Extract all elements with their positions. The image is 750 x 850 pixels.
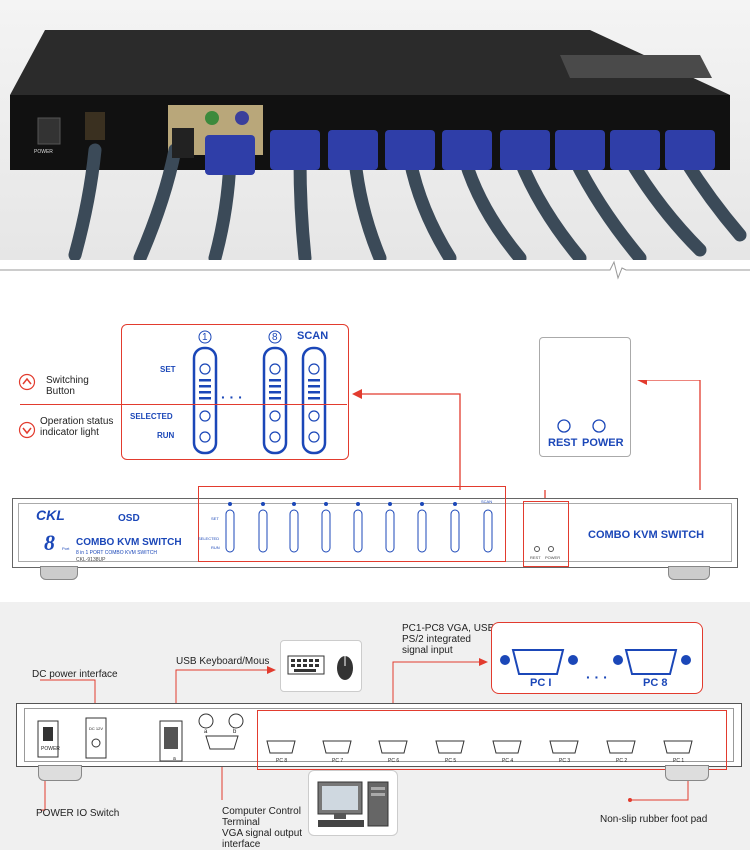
label-foot-pad: Non-slip rubber foot pad xyxy=(600,814,708,825)
rear-port-pc4: PC 4 xyxy=(502,758,514,764)
zoom-scan-label: SCAN xyxy=(297,330,329,342)
front-buttons-box xyxy=(198,486,506,562)
front-power-leds xyxy=(534,546,554,552)
front-rest-small: REST xyxy=(530,555,541,560)
chevron-up-icon xyxy=(22,377,32,385)
model-number-big: 8 xyxy=(44,530,55,555)
zoom-connector-arrows xyxy=(352,380,701,500)
zoom-run-label: RUN xyxy=(157,431,175,440)
zoom-selected-label: SELECTED xyxy=(130,412,173,421)
label-pc-input: PC1-PC8 VGA, USB, PS/2 integrated signal… xyxy=(402,623,498,656)
power-zoom-box xyxy=(539,337,631,457)
model-number-suffix: Port xyxy=(62,546,70,551)
front-subtitle: 8 in 1 PORT COMBO KVM SWITCH xyxy=(76,550,157,556)
photo-power-label: POWER xyxy=(34,149,53,155)
label-power-switch: POWER IO Switch xyxy=(36,808,120,819)
rear-port-pc7: PC 7 xyxy=(332,758,344,764)
pc-vga-connectors xyxy=(500,649,691,675)
rear-ports-box xyxy=(257,710,727,770)
legend-status-light: Operation status indicator light xyxy=(40,416,114,438)
pc-ellipsis: · · · xyxy=(586,669,608,685)
rear-port-pc2: PC 2 xyxy=(616,758,628,764)
front-right-title: COMBO KVM SWITCH xyxy=(588,529,705,541)
front-button-columns xyxy=(225,502,493,553)
rear-foot-right xyxy=(665,765,709,781)
rear-usb-a: a xyxy=(173,756,176,762)
product-photo: POWER xyxy=(0,0,750,260)
kvm-rear-photo xyxy=(10,30,747,260)
front-foot-left xyxy=(40,566,78,580)
rear-dc-small: DC 12V xyxy=(89,726,104,731)
rear-port-pc1: PC 1 xyxy=(673,758,685,764)
pc1-label: PC I xyxy=(530,677,552,689)
front-power-small: POWER xyxy=(545,555,561,560)
rear-port-pc8: PC 8 xyxy=(276,758,288,764)
rear-ps2-b: b xyxy=(233,729,237,735)
front-power-box xyxy=(523,501,569,567)
status-guide-line xyxy=(20,404,347,405)
legend-switching-button: Switching Button xyxy=(46,375,89,397)
front-run-small: RUN xyxy=(211,545,220,550)
osd-label: OSD xyxy=(118,513,140,524)
label-usb-kbd: USB Keyboard/Mous xyxy=(176,656,270,667)
rear-ps2-a: a xyxy=(204,729,208,735)
label-dc-power: DC power interface xyxy=(32,669,118,680)
rear-foot-left xyxy=(38,765,82,781)
power-zoom-rest: REST xyxy=(548,437,578,449)
front-set-small: SET xyxy=(211,516,219,521)
front-model: CKL-9138UP xyxy=(76,557,106,563)
front-selected-small: SELECTED xyxy=(198,536,220,541)
rear-panel-inner xyxy=(24,708,734,762)
pc8-label: PC 8 xyxy=(643,677,668,689)
rear-port-pc5: PC 5 xyxy=(445,758,457,764)
power-zoom-power: POWER xyxy=(582,437,624,449)
power-zoom-leds xyxy=(557,419,606,433)
brand-logo: CKL xyxy=(36,507,65,523)
zoom-ellipsis: · · · xyxy=(221,389,243,405)
computer-icon xyxy=(317,781,389,827)
zoom-set-label: SET xyxy=(160,365,176,374)
front-panel xyxy=(12,498,738,568)
front-title: COMBO KVM SWITCH xyxy=(76,537,182,548)
front-foot-right xyxy=(668,566,710,580)
front-scan-small: SCAN xyxy=(481,499,493,504)
zoom-port-8: 8 xyxy=(272,332,278,343)
label-console-output: Computer Control Terminal VGA signal out… xyxy=(222,806,303,850)
zoom-port-1: 1 xyxy=(202,332,208,343)
keyboard-mouse-icon xyxy=(287,655,353,680)
rear-panel xyxy=(16,703,742,767)
rear-port-pc3: PC 3 xyxy=(559,758,571,764)
rear-panel-ports xyxy=(37,713,693,762)
chevron-down-icon xyxy=(22,427,32,435)
rear-power-small: POWER xyxy=(41,746,60,752)
legend-icons xyxy=(18,373,36,439)
rear-port-pc6: PC 6 xyxy=(388,758,400,764)
panel-zoom-graphic xyxy=(192,330,327,455)
section-break-line xyxy=(0,260,750,280)
